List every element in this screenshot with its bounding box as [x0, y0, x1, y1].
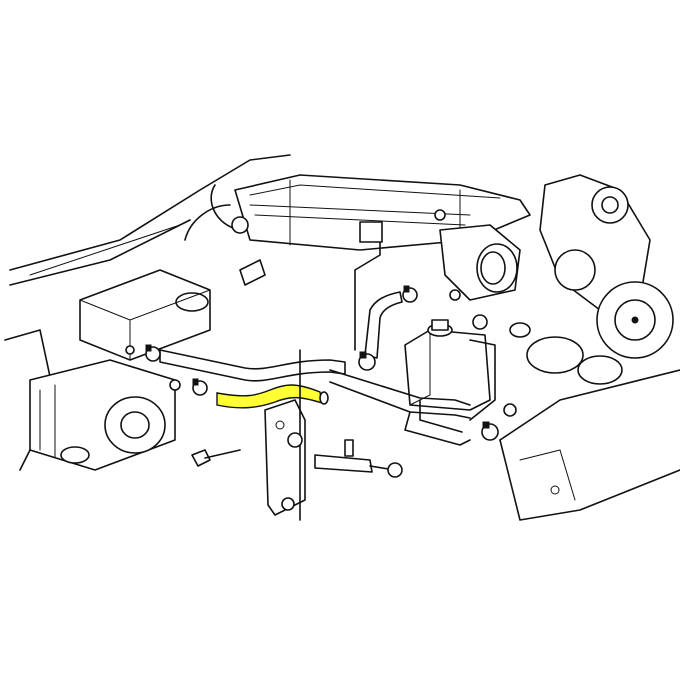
clamp-icon	[358, 351, 376, 371]
heater-hose-lower-pipe	[404, 339, 496, 446]
highlighted-heater-hose	[216, 384, 323, 409]
throttle-hose	[354, 221, 403, 359]
clamp-icon	[145, 344, 161, 362]
air-cleaner	[79, 269, 211, 361]
hose-clamps	[145, 285, 517, 478]
blower-motor	[4, 329, 176, 471]
fittings	[125, 209, 531, 391]
clamp-icon	[287, 432, 303, 448]
hose-valve	[314, 439, 396, 473]
clamp-icon	[387, 462, 403, 478]
clamp-icon	[472, 314, 488, 330]
right-engine-block	[499, 369, 680, 521]
clamp-icon	[481, 421, 499, 441]
clamp-icon	[503, 403, 517, 417]
hose-end	[319, 391, 329, 405]
clamp-icon	[402, 285, 418, 303]
throttle-body	[439, 224, 521, 301]
clamp-icon	[192, 378, 208, 396]
heater-hose-upper	[159, 349, 471, 419]
left-fender	[9, 154, 291, 286]
accessory-drive	[526, 174, 674, 385]
bolt	[191, 449, 241, 467]
mounting-bracket	[264, 349, 306, 521]
coolant-reservoir	[404, 319, 491, 411]
